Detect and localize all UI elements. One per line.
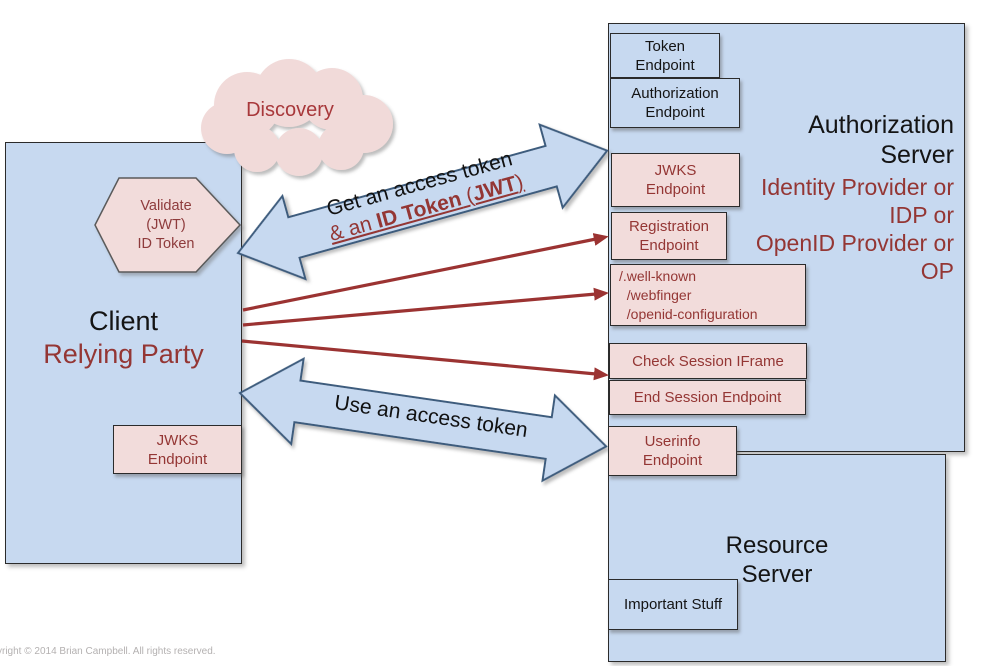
- well-known-box: /.well-known /webfinger /openid-configur…: [610, 264, 806, 326]
- red-arrow-registration: [242, 233, 609, 312]
- end-session-endpoint-box: End Session Endpoint: [609, 380, 806, 415]
- important-stuff-box: Important Stuff: [608, 579, 738, 630]
- copyright-text: yright © 2014 Brian Campbell. All rights…: [0, 646, 216, 657]
- client-subtitle: Relying Party: [43, 339, 204, 369]
- authorization-endpoint-box: Authorization Endpoint: [610, 78, 740, 128]
- resource-server-title: Resource Server: [725, 532, 829, 588]
- validate-hexagon-label: Validate (JWT) ID Token: [137, 198, 195, 252]
- get-token-arrow: [236, 123, 609, 281]
- red-arrow-wellknown: [242, 287, 609, 327]
- discovery-cloud: [201, 59, 393, 176]
- userinfo-endpoint-box: Userinfo Endpoint: [608, 426, 737, 476]
- jwks-endpoint-box: JWKS Endpoint: [611, 153, 740, 207]
- client-jwks-endpoint-box: JWKS Endpoint: [113, 425, 242, 474]
- check-session-iframe-box: Check Session IFrame: [609, 343, 807, 379]
- resource-server-box: Resource Server: [608, 454, 946, 662]
- use-token-arrow: [238, 357, 608, 483]
- red-arrow-check-session: [241, 339, 609, 381]
- token-endpoint-box: Token Endpoint: [610, 33, 720, 78]
- authorization-server-subtitle: Identity Provider or IDP or OpenID Provi…: [755, 174, 954, 284]
- authorization-server-title: Authorization Server: [808, 111, 954, 169]
- validate-hexagon: [94, 177, 242, 273]
- registration-endpoint-box: Registration Endpoint: [611, 212, 727, 260]
- discovery-cloud-label: Discovery: [246, 99, 334, 121]
- client-title: Client: [88, 306, 159, 336]
